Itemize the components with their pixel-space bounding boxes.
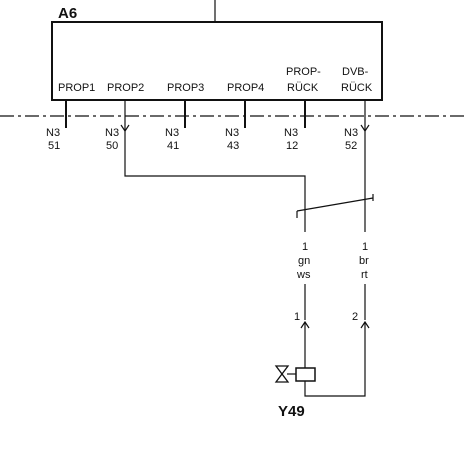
module-box — [51, 21, 383, 101]
connector-name: N3 — [165, 127, 179, 139]
wire-color-label: gn — [298, 255, 310, 267]
connector-pin-number: 51 — [48, 140, 60, 152]
connector-pin-number: 52 — [345, 140, 357, 152]
wire-return-to-coil — [304, 322, 366, 397]
valve-icon — [274, 365, 290, 376]
connector-name: N3 — [284, 127, 298, 139]
module-pin-label: PROP3 — [167, 82, 204, 94]
connector-pin-number: 12 — [286, 140, 298, 152]
module-name: A6 — [58, 5, 77, 22]
valve-name: Y49 — [278, 403, 305, 420]
wire-number: 1 — [302, 241, 308, 253]
wire-prop2 — [124, 100, 306, 212]
wire-color-label: rt — [361, 269, 368, 281]
module-pin-label: RÜCK — [341, 82, 373, 94]
module-pin-label: RÜCK — [287, 82, 319, 94]
connector-name: N3 — [225, 127, 239, 139]
connector-pin-number: 43 — [227, 140, 239, 152]
connector-name: N3 — [105, 127, 119, 139]
valve-icon — [274, 372, 290, 383]
module-pin-label: PROP- — [286, 66, 321, 78]
connector-pin-number: 41 — [167, 140, 179, 152]
wire-color-label: br — [359, 255, 369, 267]
connector-name: N3 — [344, 127, 358, 139]
valve-pin-number: 1 — [294, 311, 300, 323]
valve-pin-number: 2 — [352, 311, 358, 323]
cable-shield-line — [296, 197, 374, 212]
wire-number: 1 — [362, 241, 368, 253]
module-pin-label: PROP4 — [227, 82, 264, 94]
module-pin-label: DVB- — [342, 66, 369, 78]
module-pin-label: PROP1 — [58, 82, 95, 94]
connector-name: N3 — [46, 127, 60, 139]
connector-pin-number: 50 — [106, 140, 118, 152]
wire-color-label: ws — [296, 269, 311, 281]
solenoid-coil-icon — [295, 367, 316, 382]
module-pin-label: PROP2 — [107, 82, 144, 94]
